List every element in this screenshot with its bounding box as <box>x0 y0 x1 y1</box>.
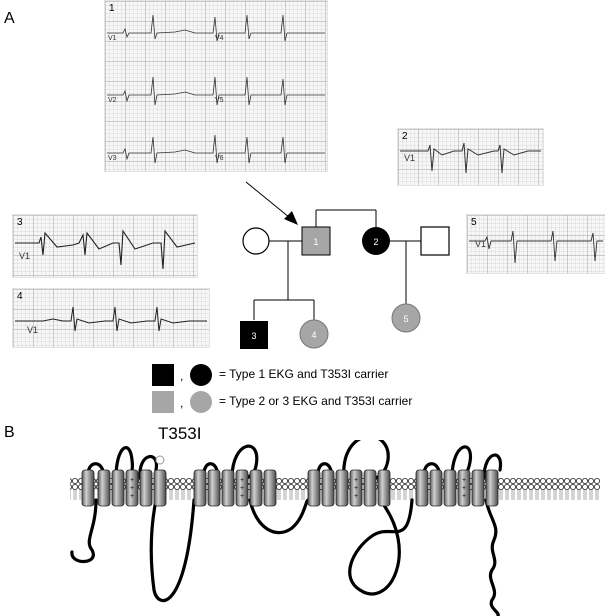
n-terminus <box>70 498 98 564</box>
tm-d4-s5 <box>471 469 485 507</box>
tm-d1-s5 <box>139 469 153 507</box>
ekg-trace-4: 4 V1 <box>12 288 210 348</box>
tm-d4-s4 <box>457 469 471 507</box>
legend-circle-type23 <box>190 391 212 413</box>
ekg-3-lead: V1 <box>19 251 31 261</box>
svg-text:+: + <box>462 485 466 492</box>
tm-d3-s4 <box>349 469 363 507</box>
tm-d4-s6 <box>485 469 499 507</box>
tm-d3-s3 <box>335 469 349 507</box>
legend-square-type23 <box>152 391 174 413</box>
tm-d4-s2 <box>429 469 443 507</box>
ekg-4-waveform <box>15 306 207 332</box>
tm-d3-s5 <box>363 469 377 507</box>
ekg-1-lead-v5: V5 <box>215 97 224 104</box>
pedigree-individual-2 <box>362 227 390 255</box>
tm-d2-s4 <box>235 469 249 507</box>
ekg-2-number: 2 <box>402 131 408 142</box>
svg-text:+: + <box>354 485 358 492</box>
ekg-3-number: 3 <box>17 217 23 228</box>
ekg-trace-5: 5 V1 <box>466 214 605 274</box>
proband-arrow-head <box>284 211 298 225</box>
c-terminus <box>484 498 500 616</box>
label-5: 5 <box>403 314 408 324</box>
tm-d4-s1 <box>415 469 429 507</box>
linker-d2-d3 <box>248 498 310 535</box>
tm-d1-s2 <box>97 469 111 507</box>
s4-charge-d2: + <box>240 477 244 484</box>
legend-sep-1: , <box>180 369 184 383</box>
svg-text:+: + <box>240 485 244 492</box>
tm-d2-s6 <box>263 469 277 507</box>
tm-d3-s2 <box>321 469 335 507</box>
mutation-site-marker <box>155 455 165 465</box>
tm-d1-s6 <box>153 469 167 507</box>
ekg-1-lead-v3: V3 <box>108 155 117 162</box>
legend-circle-type1 <box>190 364 212 386</box>
pedigree-individual-5 <box>391 303 421 333</box>
svg-text:+: + <box>130 485 134 492</box>
ekg-trace-3: 3 V1 <box>12 214 198 278</box>
s4-charge-d3: + <box>354 477 358 484</box>
tm-d2-s3 <box>221 469 235 507</box>
tm-d1-s3 <box>111 469 125 507</box>
ekg-2-lead: V1 <box>404 153 416 163</box>
svg-text:+: + <box>130 493 134 500</box>
tm-d2-s2 <box>207 469 221 507</box>
ekg-3-waveform <box>15 229 196 270</box>
label-4: 4 <box>311 330 316 340</box>
s4-charge-d4: + <box>462 477 466 484</box>
mutation-label: T353I <box>158 424 202 443</box>
ekg-1-lead-v6: V6 <box>215 155 224 162</box>
ekg-1-lead-v4: V4 <box>215 35 224 42</box>
legend-sep-2: , <box>180 396 184 410</box>
ekg-2-waveform <box>400 142 541 174</box>
loop-d4-3 <box>482 453 503 480</box>
panel-b-letter: B <box>4 424 15 441</box>
label-2: 2 <box>373 237 378 247</box>
label-1: 1 <box>313 237 318 247</box>
tm-d3-s6 <box>377 469 391 507</box>
tm-d2-s5 <box>249 469 263 507</box>
ekg-1-lead-v2: V2 <box>108 97 117 104</box>
tm-d1-s4 <box>125 469 139 507</box>
pedigree-individual-3 <box>240 321 268 349</box>
pedigree-female-spouse <box>242 227 270 255</box>
label-3: 3 <box>251 331 256 341</box>
s4-charge-d1: + <box>130 477 134 484</box>
proband-arrow-line <box>245 181 296 223</box>
tm-d4-s3 <box>443 469 457 507</box>
tm-d1-s1 <box>81 469 95 507</box>
ekg-4-number: 4 <box>17 291 23 302</box>
ekg-5-waveform <box>469 230 603 264</box>
pedigree-male-spouse <box>420 226 450 256</box>
ekg-5-lead: V1 <box>475 239 487 249</box>
pedigree-individual-4 <box>299 319 329 349</box>
panel-a-letter: A <box>4 10 15 27</box>
ekg-5-number: 5 <box>471 217 477 228</box>
pedigree-individual-1 <box>301 226 331 256</box>
legend-text-type1: = Type 1 EKG and T353I carrier <box>219 367 389 381</box>
ekg-1-lead-v1: V1 <box>108 35 117 42</box>
tm-d2-s1 <box>193 469 207 507</box>
ekg-4-lead: V1 <box>27 325 39 335</box>
linker-d3-d4 <box>348 498 414 596</box>
ekg-trace-1: 1 V1 V2 V3 V4 V5 V6 <box>104 0 328 172</box>
ekg-1-number: 1 <box>109 3 115 14</box>
linker-d1-d2 <box>149 498 196 603</box>
ekg-trace-2: 2 V1 <box>397 128 544 186</box>
legend-square-type1 <box>152 364 174 386</box>
tm-d3-s1 <box>307 469 321 507</box>
legend-text-type23: = Type 2 or 3 EKG and T353I carrier <box>219 394 413 408</box>
channel-topology-diagram: +++ +++ +++ +++ <box>70 440 600 616</box>
svg-text:+: + <box>354 493 358 500</box>
svg-text:+: + <box>462 493 466 500</box>
svg-text:+: + <box>240 493 244 500</box>
ekg-1-waveforms <box>107 14 325 164</box>
